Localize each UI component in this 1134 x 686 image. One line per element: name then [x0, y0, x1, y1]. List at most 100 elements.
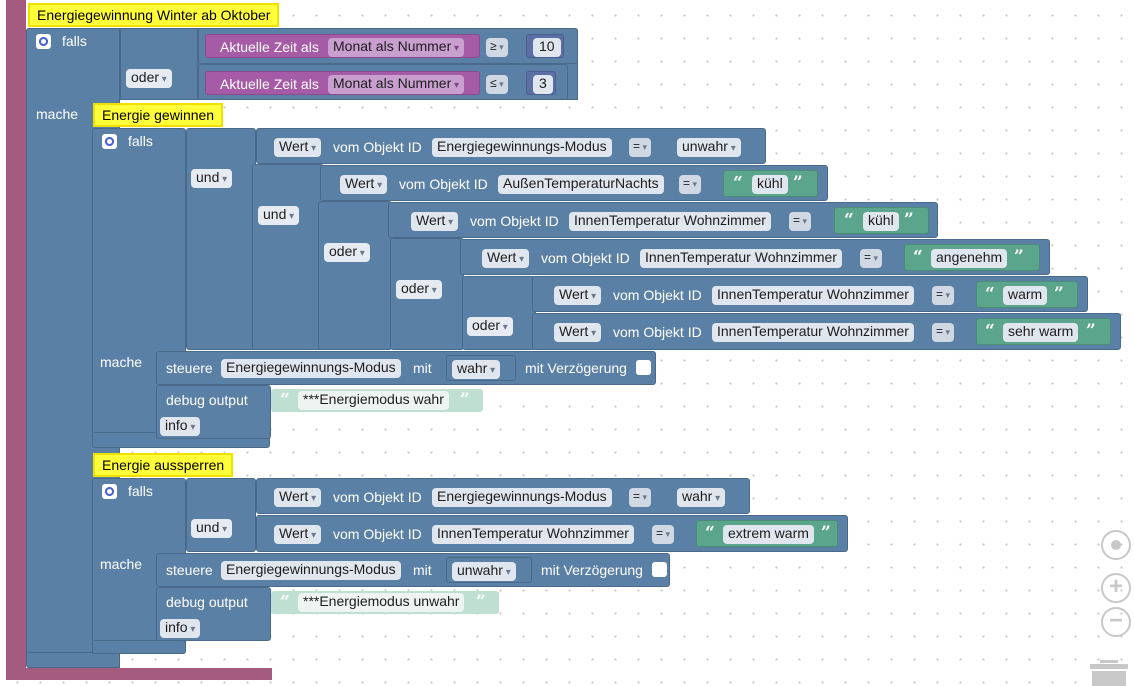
bool-dropdown-b2-1[interactable]: wahr: [677, 488, 726, 507]
quote-close-icon: ”: [904, 210, 914, 230]
wert-dropdown-3[interactable]: Wert: [411, 212, 459, 231]
quote-close-icon: ”: [1054, 284, 1064, 304]
and-block-b2[interactable]: [186, 478, 256, 552]
comment-main[interactable]: Energiegewinnung Winter ab Oktober: [28, 3, 280, 27]
und-dropdown-b2[interactable]: und: [191, 519, 233, 538]
zoom-in-icon[interactable]: +: [1101, 573, 1131, 603]
quote-close-icon: ”: [821, 523, 831, 543]
object-id-4[interactable]: InnenTemperatur Wohnzimmer: [640, 249, 842, 268]
wert-dropdown-4[interactable]: Wert: [482, 249, 530, 268]
text-value-6[interactable]: sehr warm: [1003, 323, 1079, 342]
eq-op-1[interactable]: =: [629, 138, 652, 157]
target-icon[interactable]: [1101, 530, 1131, 560]
eq-op-4[interactable]: =: [860, 249, 883, 268]
mache-label: mache: [100, 556, 143, 572]
oder-dropdown-1[interactable]: oder: [324, 243, 370, 262]
mit-label: mit: [413, 562, 432, 578]
oder-dropdown-3[interactable]: oder: [467, 317, 513, 336]
eq-op-2[interactable]: =: [679, 175, 702, 194]
quote-open-icon: “: [280, 390, 290, 410]
control-value-2[interactable]: unwahr: [452, 562, 516, 581]
gear-icon[interactable]: [36, 34, 51, 49]
und-dropdown-1[interactable]: und: [191, 169, 233, 188]
text-value-3[interactable]: kühl: [863, 212, 899, 231]
eq-op-b2-1[interactable]: =: [629, 488, 652, 507]
wert-dropdown-1[interactable]: Wert: [274, 138, 322, 157]
debug-text-1[interactable]: ***Energiemodus wahr: [298, 391, 449, 410]
wert-dropdown-5[interactable]: Wert: [554, 286, 602, 305]
outer-hat-block[interactable]: [6, 0, 26, 680]
oder-dropdown-2[interactable]: oder: [396, 280, 442, 299]
object-id-b2-2[interactable]: InnenTemperatur Wohnzimmer: [432, 525, 634, 544]
steuere-label: steuere: [166, 360, 213, 376]
text-value-2[interactable]: kühl: [752, 175, 788, 194]
main-if-foot: [26, 652, 120, 668]
time-label-2: Aktuelle Zeit als: [220, 76, 319, 92]
quote-close-icon: ”: [476, 592, 486, 612]
compare-op-dropdown-2[interactable]: ≤: [486, 75, 508, 94]
object-id-5[interactable]: InnenTemperatur Wohnzimmer: [712, 286, 914, 305]
quote-open-icon: “: [705, 523, 715, 543]
trash-icon[interactable]: [1088, 660, 1130, 686]
text-value-4[interactable]: angenehm: [931, 249, 1008, 268]
control-target-1[interactable]: Energiegewinnungs-Modus: [221, 359, 401, 378]
eq-op-b2-2[interactable]: =: [652, 525, 675, 544]
vom-label-1: vom Objekt ID: [333, 139, 422, 155]
oder-dropdown[interactable]: oder: [126, 69, 172, 88]
debug-label: debug output: [166, 392, 248, 408]
delay-label: mit Verzögerung: [525, 360, 627, 376]
and-block-1[interactable]: [186, 128, 256, 350]
wert-dropdown-6[interactable]: Wert: [554, 323, 602, 342]
wert-dropdown-b2-1[interactable]: Wert: [274, 488, 322, 507]
quote-close-icon: ”: [1014, 247, 1024, 267]
vom-label-3: vom Objekt ID: [470, 213, 559, 229]
wert-dropdown-b2-2[interactable]: Wert: [274, 525, 322, 544]
log-level-dropdown-2[interactable]: info: [160, 619, 201, 638]
quote-open-icon: “: [985, 284, 995, 304]
vom-label-b2-1: vom Objekt ID: [333, 489, 422, 505]
wert-dropdown-2[interactable]: Wert: [340, 175, 388, 194]
log-level-dropdown-1[interactable]: info: [160, 417, 201, 436]
text-value-b2-2[interactable]: extrem warm: [723, 525, 814, 544]
or-block-3[interactable]: [462, 276, 536, 350]
und-dropdown-2[interactable]: und: [258, 206, 300, 225]
or-block-main[interactable]: [120, 28, 198, 100]
eq-op-6[interactable]: =: [932, 323, 955, 342]
compare-op-dropdown-1[interactable]: ≥: [486, 38, 508, 57]
eq-op-3[interactable]: =: [789, 212, 812, 231]
mache-label: mache: [100, 354, 143, 370]
zoom-out-icon[interactable]: −: [1101, 607, 1131, 637]
object-id-1[interactable]: Energiegewinnungs-Modus: [432, 138, 612, 157]
or-block-1[interactable]: [318, 201, 392, 350]
delay-label: mit Verzögerung: [541, 562, 643, 578]
object-id-b2-1[interactable]: Energiegewinnungs-Modus: [432, 488, 612, 507]
falls-label: falls: [128, 133, 153, 149]
quote-open-icon: “: [733, 173, 743, 193]
vom-label-5: vom Objekt ID: [613, 287, 702, 303]
bool-dropdown-1[interactable]: unwahr: [677, 138, 741, 157]
and-block-2[interactable]: [252, 164, 324, 350]
vom-label-6: vom Objekt ID: [613, 324, 702, 340]
quote-open-icon: “: [280, 592, 290, 612]
object-id-2[interactable]: AußenTemperaturNachts: [498, 175, 664, 194]
time-format-dropdown-1[interactable]: Monat als Nummer: [328, 38, 465, 57]
time-label-1: Aktuelle Zeit als: [220, 39, 319, 55]
mit-label: mit: [413, 360, 432, 376]
delay-checkbox-2[interactable]: [652, 562, 667, 577]
comment-energie-aussperren[interactable]: Energie aussperren: [93, 453, 234, 477]
time-format-dropdown-2[interactable]: Monat als Nummer: [328, 75, 465, 94]
eq-op-5[interactable]: =: [932, 286, 955, 305]
object-id-6[interactable]: InnenTemperatur Wohnzimmer: [712, 323, 914, 342]
gear-icon[interactable]: [102, 134, 117, 149]
delay-checkbox-1[interactable]: [636, 360, 651, 375]
number-value-1[interactable]: 10: [533, 38, 561, 57]
control-target-2[interactable]: Energiegewinnungs-Modus: [221, 561, 401, 580]
debug-text-2[interactable]: ***Energiemodus unwahr: [298, 593, 465, 612]
control-value-1[interactable]: wahr: [452, 360, 501, 379]
comment-energie-gewinnen[interactable]: Energie gewinnen: [93, 103, 224, 127]
object-id-3[interactable]: InnenTemperatur Wohnzimmer: [569, 212, 771, 231]
text-value-5[interactable]: warm: [1003, 286, 1048, 305]
number-value-2[interactable]: 3: [533, 75, 553, 94]
gear-icon[interactable]: [102, 484, 117, 499]
debug-label: debug output: [166, 594, 248, 610]
